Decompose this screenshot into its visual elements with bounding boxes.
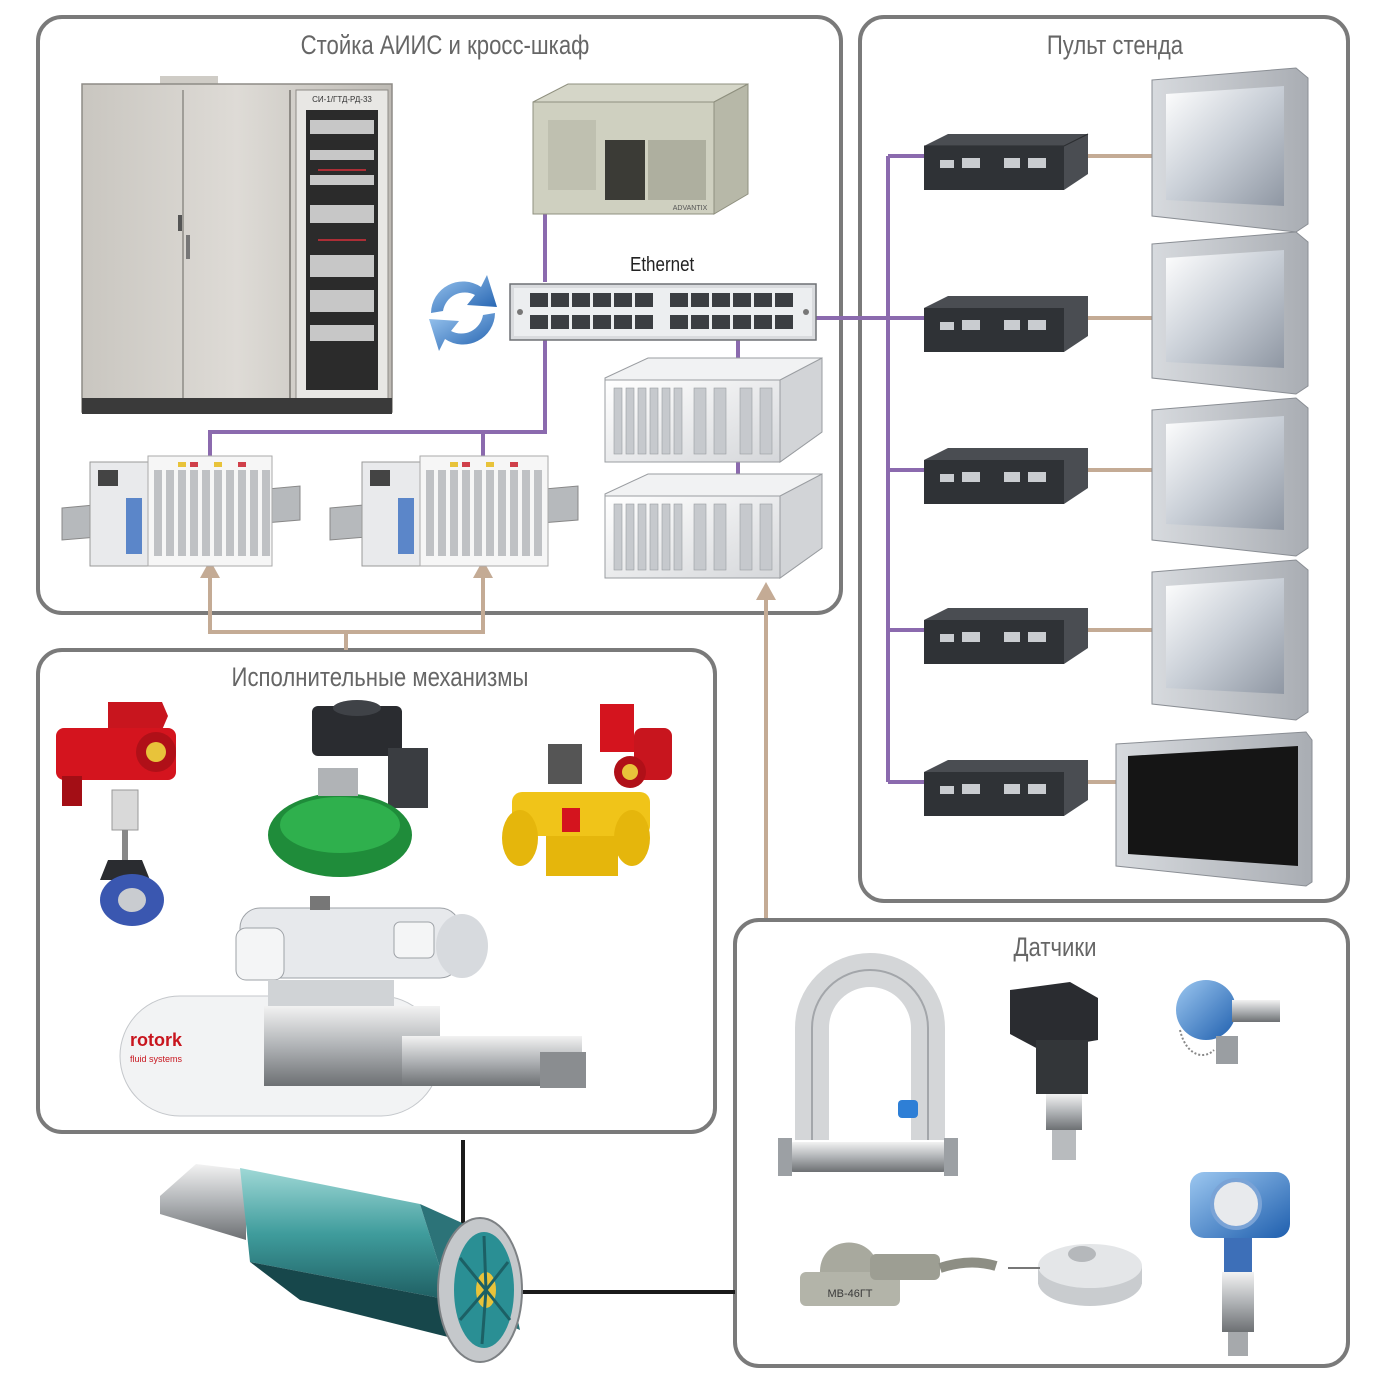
ethernet-switch [509, 283, 817, 341]
rack-panel-title: Стойка АИИС и кросс-шкаф [300, 30, 590, 60]
measurement-chassis-bottom [604, 473, 823, 579]
pressure-transmitter [1190, 1172, 1290, 1356]
mini-pc-4 [924, 608, 1088, 664]
rotork-sub: fluid systems [130, 1054, 183, 1064]
io-module-right [329, 455, 579, 567]
sensors-panel-title: Датчики [1013, 932, 1097, 962]
rotork-brand: rotork [130, 1030, 183, 1050]
panel-monitor-3 [1151, 397, 1309, 557]
mini-pc-1 [924, 133, 1089, 190]
mini-pc-2 [924, 296, 1088, 352]
load-cell [1008, 1244, 1142, 1306]
signal-lines [208, 154, 1152, 918]
refresh-arrows-icon [429, 275, 497, 351]
temperature-sensor [1176, 980, 1280, 1064]
industrial-pc: ADVANTIX [532, 83, 749, 215]
vibration-sensor: МВ-46ГТ [800, 1242, 998, 1306]
measurement-chassis-top [604, 357, 823, 463]
console-panel-title: Пульт стенда [1046, 30, 1184, 60]
aiis-cabinet: СИ-1/ГТД-РД-33 [81, 76, 393, 414]
yellow-gas-valve-actuator [502, 704, 672, 876]
mini-pc-5 [924, 760, 1088, 816]
turbofan-engine [160, 1164, 523, 1363]
panel-monitor-2 [1151, 231, 1309, 395]
red-electric-valve-actuator [56, 702, 176, 926]
panel-monitor-1 [1151, 67, 1309, 233]
signal-arrowheads [200, 560, 776, 600]
vibration-sensor-label: МВ-46ГТ [827, 1288, 872, 1300]
actuators-panel-title: Исполнительные механизмы [231, 662, 529, 692]
pressure-sensor [1010, 982, 1098, 1160]
network-lines [208, 154, 926, 784]
pc-brand: ADVANTIX [673, 205, 708, 212]
coriolis-flowmeter [778, 953, 958, 1176]
wide-monitor [1115, 731, 1313, 887]
cabinet-label: СИ-1/ГТД-РД-33 [312, 95, 372, 104]
ethernet-switch-label: Ethernet [630, 254, 695, 276]
rotork-actuator: rotork fluid systems [119, 896, 586, 1117]
green-pneumatic-actuator [268, 700, 428, 877]
panel-monitor-4 [1151, 559, 1309, 721]
io-module-left [61, 455, 301, 567]
mini-pc-3 [924, 448, 1088, 504]
